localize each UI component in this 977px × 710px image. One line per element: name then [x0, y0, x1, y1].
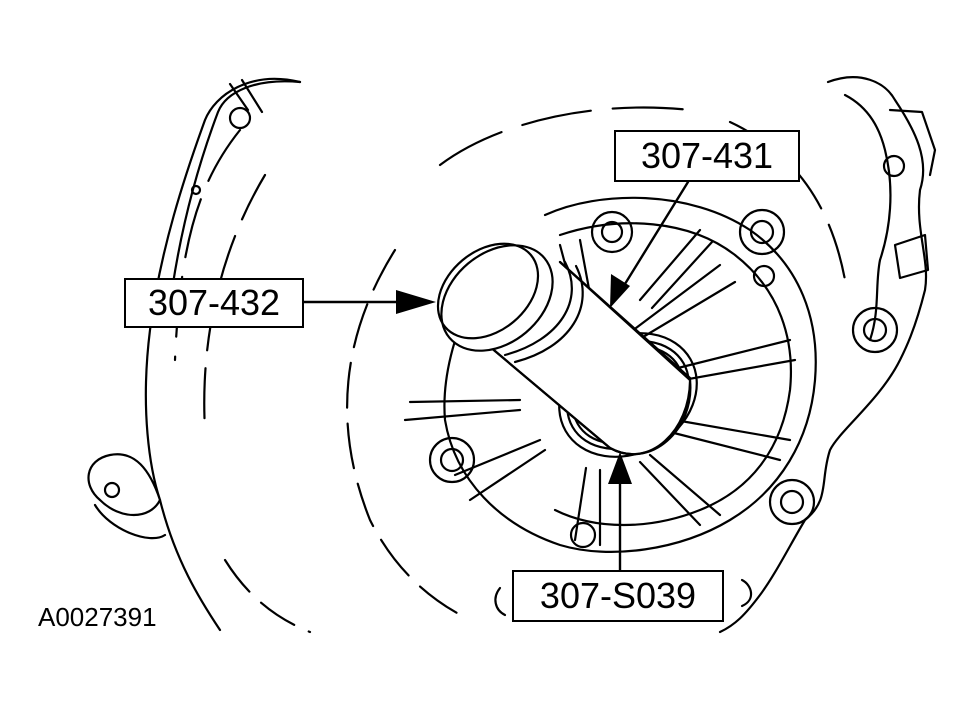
housing-flange-left	[166, 80, 302, 322]
callout-text: 307-432	[147, 282, 281, 323]
arrowhead-upper	[610, 274, 630, 308]
center-hub-inner	[553, 222, 792, 527]
inner-arc-lower	[223, 558, 312, 634]
inner-arc-left	[203, 173, 267, 432]
bolt-hole	[190, 184, 202, 196]
bolt-hole	[103, 481, 121, 499]
arrowhead-bottom	[608, 452, 632, 484]
inner-arc-top	[438, 106, 692, 167]
housing-ear	[93, 503, 167, 540]
inner-arc-left-mid	[346, 248, 472, 622]
bolt-hole-partial	[740, 578, 753, 608]
housing-outer-left	[87, 77, 302, 516]
bolt-hole	[228, 106, 252, 130]
bolt-hole-partial	[494, 586, 507, 617]
dowel-hole	[779, 489, 805, 515]
dowel-boss	[851, 306, 899, 354]
housing-pad-right	[893, 233, 930, 280]
hub-bolt-bosses	[428, 208, 786, 549]
callout-307-s039: 307-S039	[512, 570, 724, 622]
housing-outer-right	[718, 76, 928, 634]
callout-307-431: 307-431	[614, 130, 800, 182]
arrowhead-left	[396, 290, 436, 314]
housing-lower-left	[158, 498, 222, 632]
center-hub-outline	[443, 196, 817, 553]
callout-307-432: 307-432	[124, 278, 304, 328]
housing-rib-right	[888, 108, 937, 177]
figure-id: A0027391	[38, 602, 157, 632]
callout-text: 307-431	[640, 135, 774, 176]
dowel-hole	[862, 317, 888, 343]
housing-inner-right	[843, 93, 892, 342]
dowel-boss	[768, 478, 816, 526]
housing-rib	[228, 78, 264, 114]
installer-tool	[436, 242, 692, 456]
bolt-hole	[882, 154, 906, 178]
callout-text: 307-S039	[539, 575, 697, 616]
